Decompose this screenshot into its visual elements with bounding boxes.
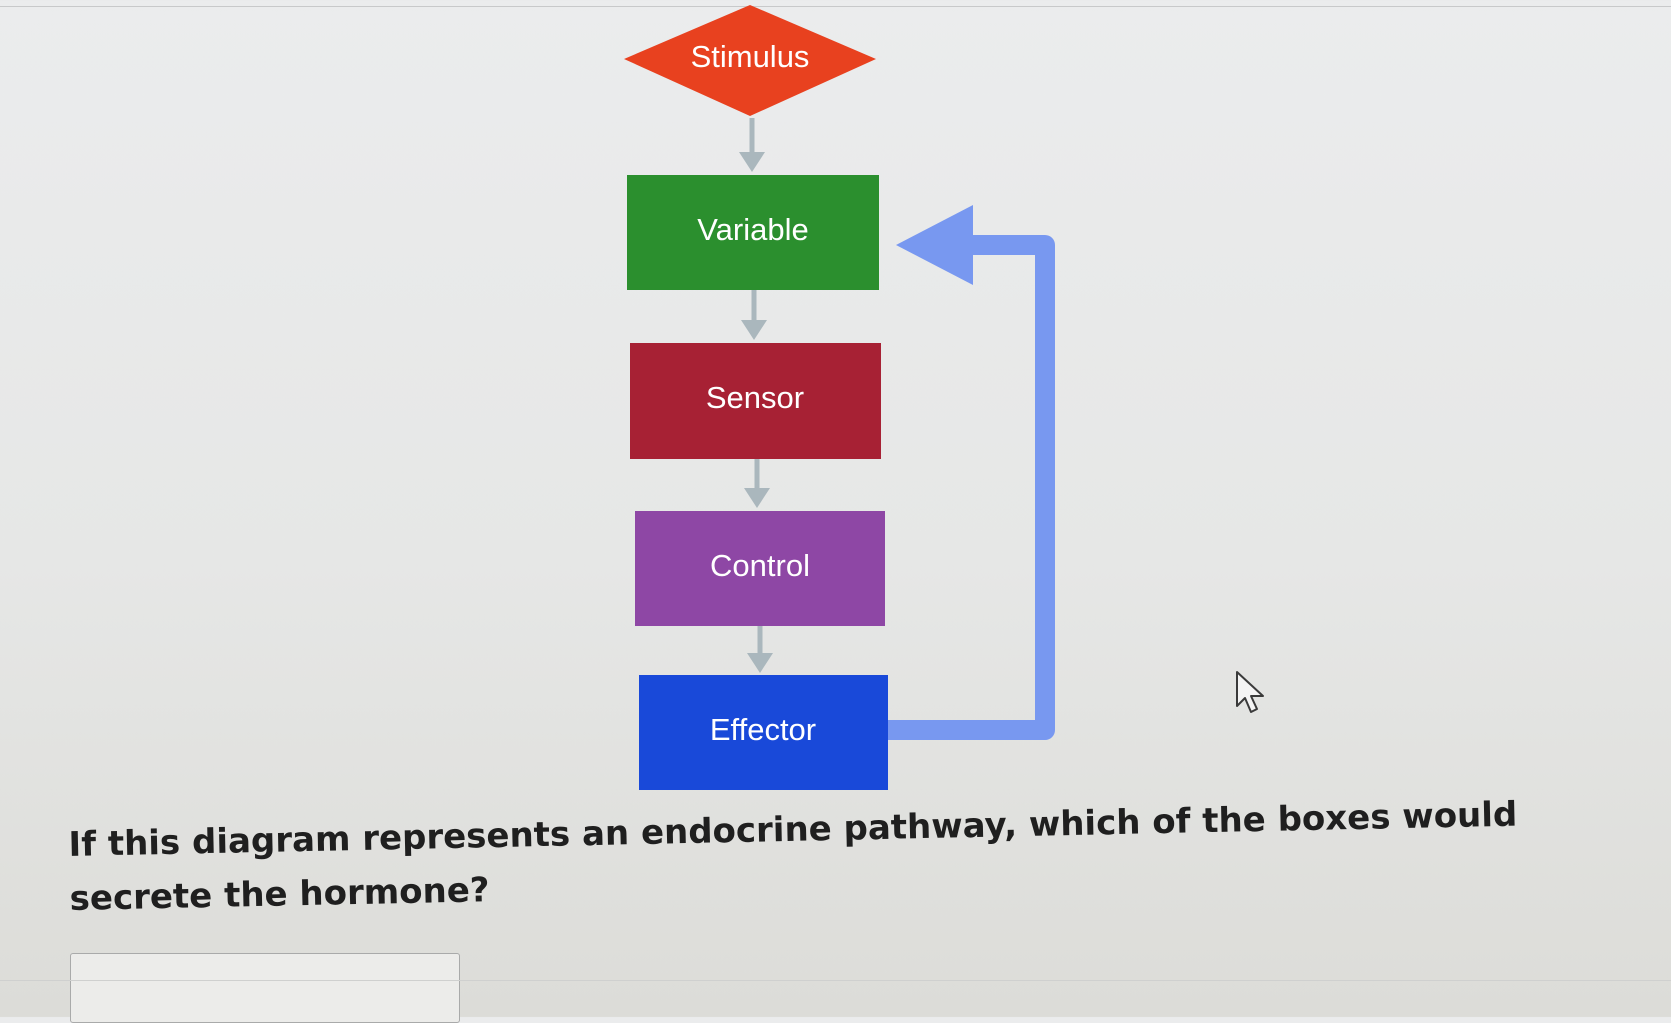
node-effector: Effector <box>639 675 888 790</box>
bottom-divider <box>0 980 1671 981</box>
top-divider <box>0 6 1671 7</box>
effector-label: Effector <box>710 712 816 747</box>
control-box <box>635 511 885 626</box>
stimulus-diamond <box>624 5 876 116</box>
sensor-box <box>630 343 881 459</box>
flow-arrow-stimulus-variable <box>739 118 765 172</box>
sensor-label: Sensor <box>706 380 804 415</box>
feedback-arrow <box>886 205 1055 740</box>
variable-box <box>627 175 879 290</box>
node-control: Control <box>635 511 885 626</box>
node-variable: Variable <box>627 175 879 290</box>
variable-label: Variable <box>697 212 808 247</box>
feedback-loop-diagram: Stimulus Variable Sensor Control Effecto… <box>624 5 1055 790</box>
flow-arrow-sensor-control <box>744 459 770 508</box>
effector-box <box>639 675 888 790</box>
flow-arrow-control-effector <box>747 626 773 673</box>
control-label: Control <box>710 548 810 583</box>
node-stimulus: Stimulus <box>624 5 876 116</box>
stimulus-label: Stimulus <box>691 39 810 74</box>
answer-input[interactable] <box>70 953 460 1023</box>
mouse-pointer-icon <box>1236 671 1264 713</box>
node-sensor: Sensor <box>630 343 881 459</box>
flow-arrow-variable-sensor <box>741 290 767 340</box>
